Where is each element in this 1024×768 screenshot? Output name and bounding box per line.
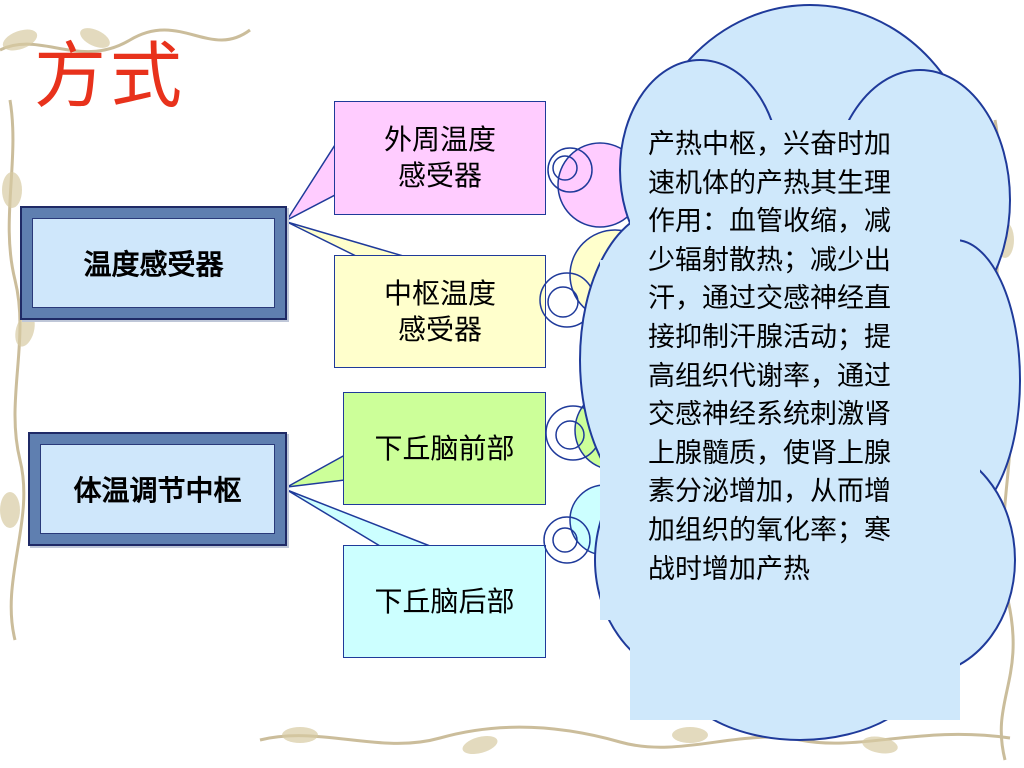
slide-title: 方式: [34, 34, 187, 118]
temperature-receptor-box: 温度感受器: [20, 206, 287, 320]
central-receptor-callout: 中枢温度 感受器: [334, 255, 546, 368]
temperature-receptor-label: 温度感受器: [32, 218, 275, 308]
thermoregulation-center-box: 体温调节中枢: [28, 432, 287, 546]
posterior-hypothalamus-text: 下丘脑后部: [374, 584, 515, 618]
posterior-hypothalamus-callout: 下丘脑后部: [343, 545, 546, 658]
anterior-hypothalamus-callout: 下丘脑前部: [343, 392, 546, 505]
thermoregulation-center-label: 体温调节中枢: [40, 444, 275, 534]
peripheral-receptor-text: 外周温度 感受器: [383, 123, 496, 192]
anterior-hypothalamus-text: 下丘脑前部: [374, 431, 515, 465]
central-receptor-text: 中枢温度 感受器: [383, 276, 496, 346]
peripheral-receptor-callout: 外周温度 感受器: [334, 101, 546, 215]
cloud-text: 产热中枢，兴奋时加速机体的产热其生理作用：血管收缩，减少辐射散热；减少出汗，通过…: [648, 129, 891, 585]
